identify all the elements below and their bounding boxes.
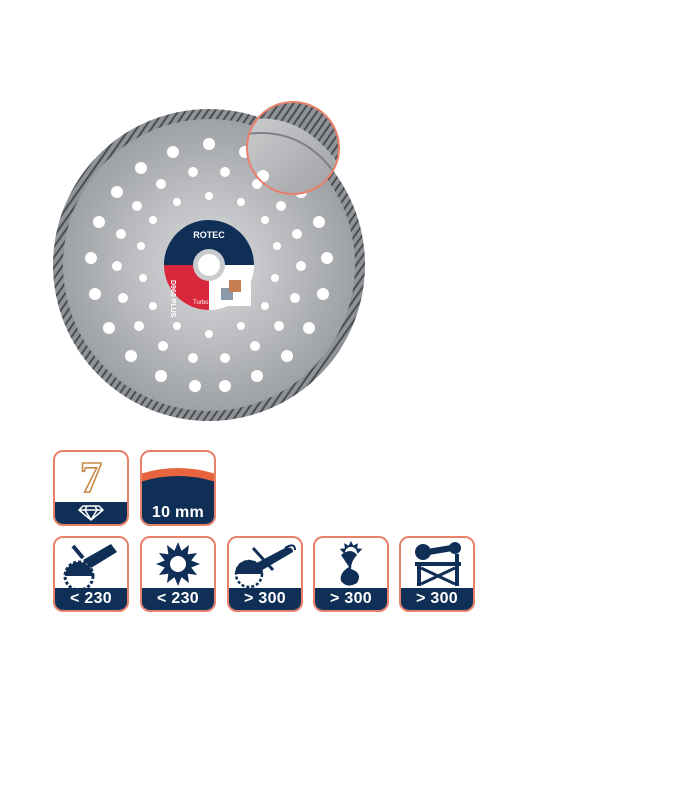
angle-grinder-icon	[55, 538, 127, 590]
diamond-icon	[55, 502, 127, 524]
rim-profile-icon	[142, 452, 214, 504]
app-tile-table-saw: > 300	[399, 536, 475, 612]
product-image-saw-blade: ROTEC D960 PLUS Turbo	[53, 100, 373, 430]
angle-grinder-label: < 230	[55, 588, 127, 610]
water-drop-sun-icon	[315, 538, 387, 590]
spec-tile-segment-height: 7	[53, 450, 129, 526]
dry-cutting-label: < 230	[142, 588, 214, 610]
cut-off-saw-label: > 300	[229, 588, 301, 610]
app-tile-wet-cutting: > 300	[313, 536, 389, 612]
app-tile-angle-grinder: < 230	[53, 536, 129, 612]
svg-text:D960 PLUS: D960 PLUS	[169, 280, 176, 318]
segment-height-value: 7	[79, 453, 103, 502]
rim-height-label: 10 mm	[142, 502, 214, 524]
sun-icon	[142, 538, 214, 590]
spec-tile-rim-height: 10 mm	[140, 450, 216, 526]
app-tile-dry-cutting: < 230	[140, 536, 216, 612]
svg-text:ROTEC: ROTEC	[193, 230, 225, 240]
wet-cutting-label: > 300	[315, 588, 387, 610]
cut-off-saw-icon	[229, 538, 301, 590]
table-saw-icon	[401, 538, 473, 590]
table-saw-label: > 300	[401, 588, 473, 610]
app-tile-cut-off-saw: > 300	[227, 536, 303, 612]
svg-text:Turbo: Turbo	[193, 300, 209, 306]
